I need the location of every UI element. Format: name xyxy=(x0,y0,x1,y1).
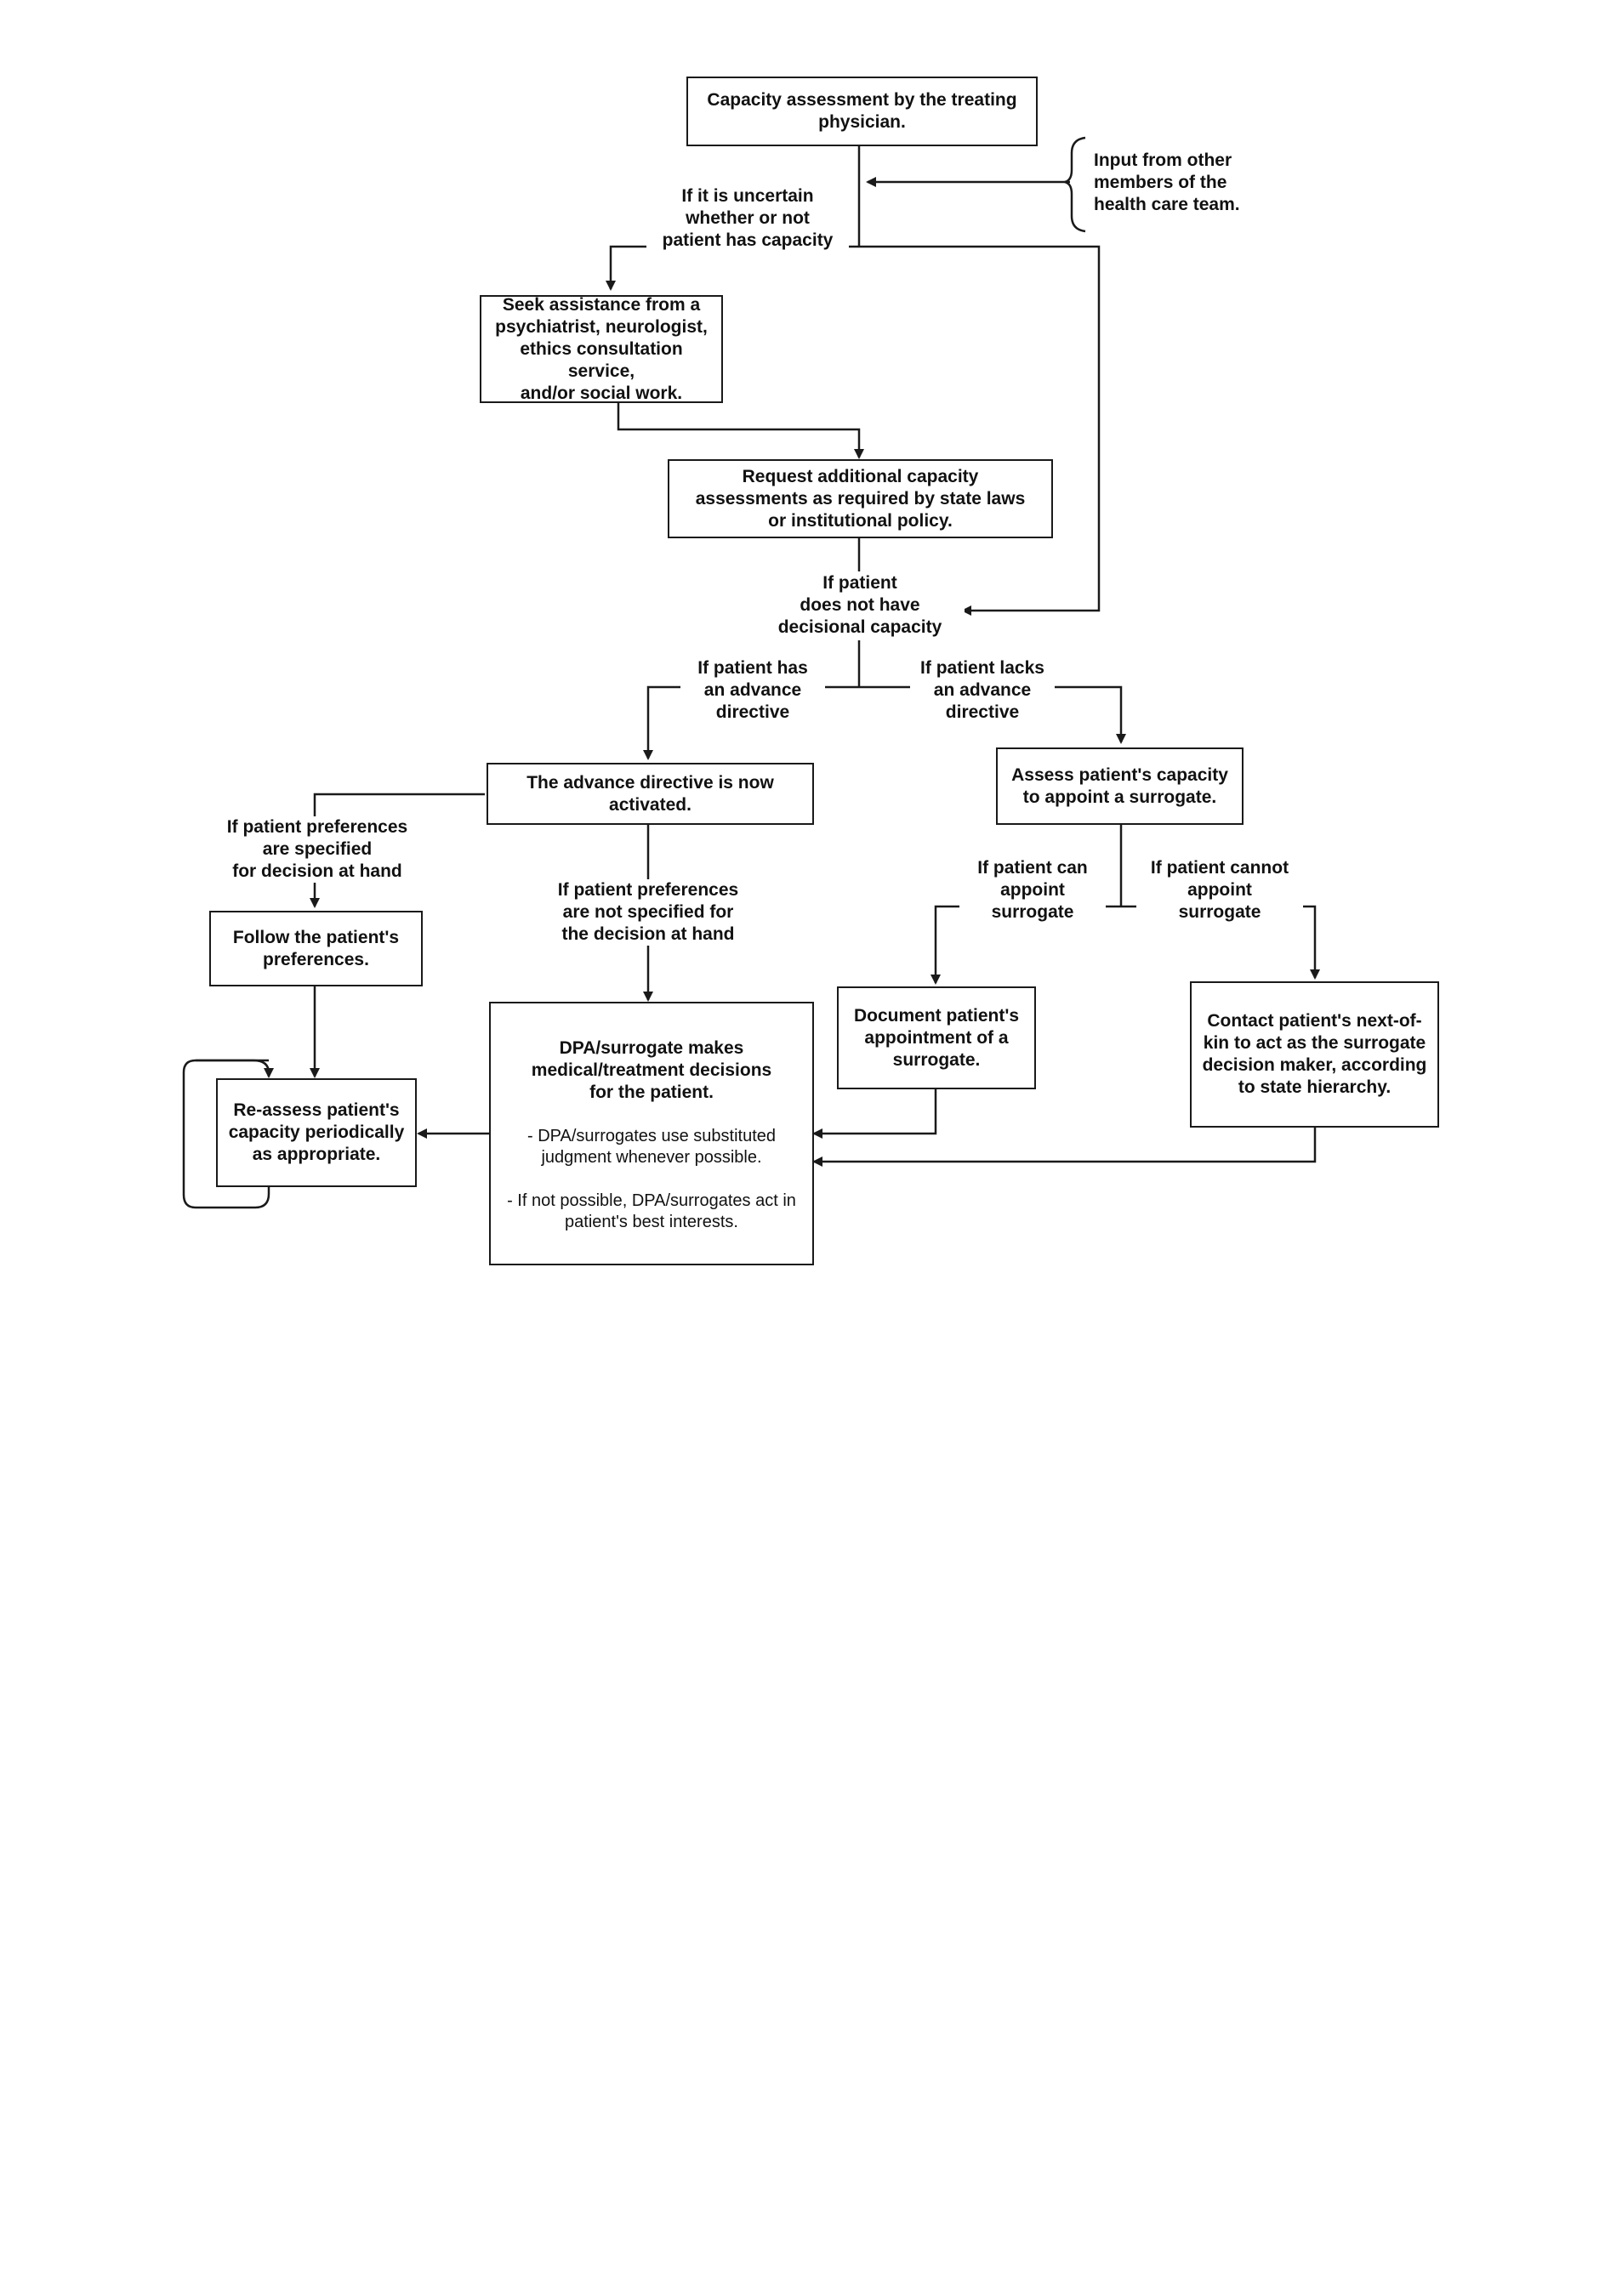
best-interests-note: - If not possible, DPA/surrogates act in… xyxy=(507,1191,796,1231)
edge-document-to-surrogate xyxy=(812,1089,937,1139)
no-capacity-label: If patient does not have decisional capa… xyxy=(755,572,965,640)
substituted-judgment-note: - DPA/surrogates use substituted judgmen… xyxy=(527,1127,776,1167)
cannot-appoint-label: If patient cannot appoint surrogate xyxy=(1136,857,1303,924)
reassess-loop-arrow xyxy=(196,1059,274,1078)
directive-activated-box: The advance directive is now activated. xyxy=(487,763,814,825)
request-assessments-box: Request additional capacity assessments … xyxy=(668,459,1053,538)
reassess-self-loop xyxy=(182,1059,270,1209)
reassess-box: Re-assess patient's capacity periodicall… xyxy=(216,1078,417,1187)
can-appoint-label: If patient can appoint surrogate xyxy=(959,857,1106,924)
prefs-specified-label: If patient preferences are specified for… xyxy=(204,816,430,883)
contact-kin-box: Contact patient's next-of- kin to act as… xyxy=(1190,981,1439,1128)
team-input-label: Input from other members of the health c… xyxy=(1094,150,1281,219)
seek-assistance-box: Seek assistance from a psychiatrist, neu… xyxy=(480,295,723,403)
prefs-not-specified-label: If patient preferences are not specified… xyxy=(541,879,755,946)
surrogate-decision-box: DPA/surrogate makes medical/treatment de… xyxy=(489,1002,814,1265)
edge-contact-kin-to-surrogate xyxy=(812,1128,1317,1167)
document-appointment-box: Document patient's appointment of a surr… xyxy=(837,986,1036,1089)
team-input-brace xyxy=(1064,136,1086,233)
lacks-directive-label: If patient lacks an advance directive xyxy=(910,657,1055,725)
edge-seek-to-request xyxy=(617,403,864,459)
edge-activated-to-prefs-specified xyxy=(313,793,485,818)
follow-preferences-box: Follow the patient's preferences. xyxy=(209,911,423,986)
edge-to-assess-surrogate xyxy=(1050,685,1126,744)
assess-surrogate-box: Assess patient's capacity to appoint a s… xyxy=(996,747,1244,825)
capacity-assessment-box: Capacity assessment by the treating phys… xyxy=(686,77,1038,146)
surrogate-decision-title: DPA/surrogate makes medical/treatment de… xyxy=(531,1038,772,1102)
uncertain-capacity-label: If it is uncertain whether or not patien… xyxy=(646,185,849,253)
edge-bypass-right xyxy=(838,245,1101,616)
has-directive-label: If patient has an advance directive xyxy=(680,657,825,725)
